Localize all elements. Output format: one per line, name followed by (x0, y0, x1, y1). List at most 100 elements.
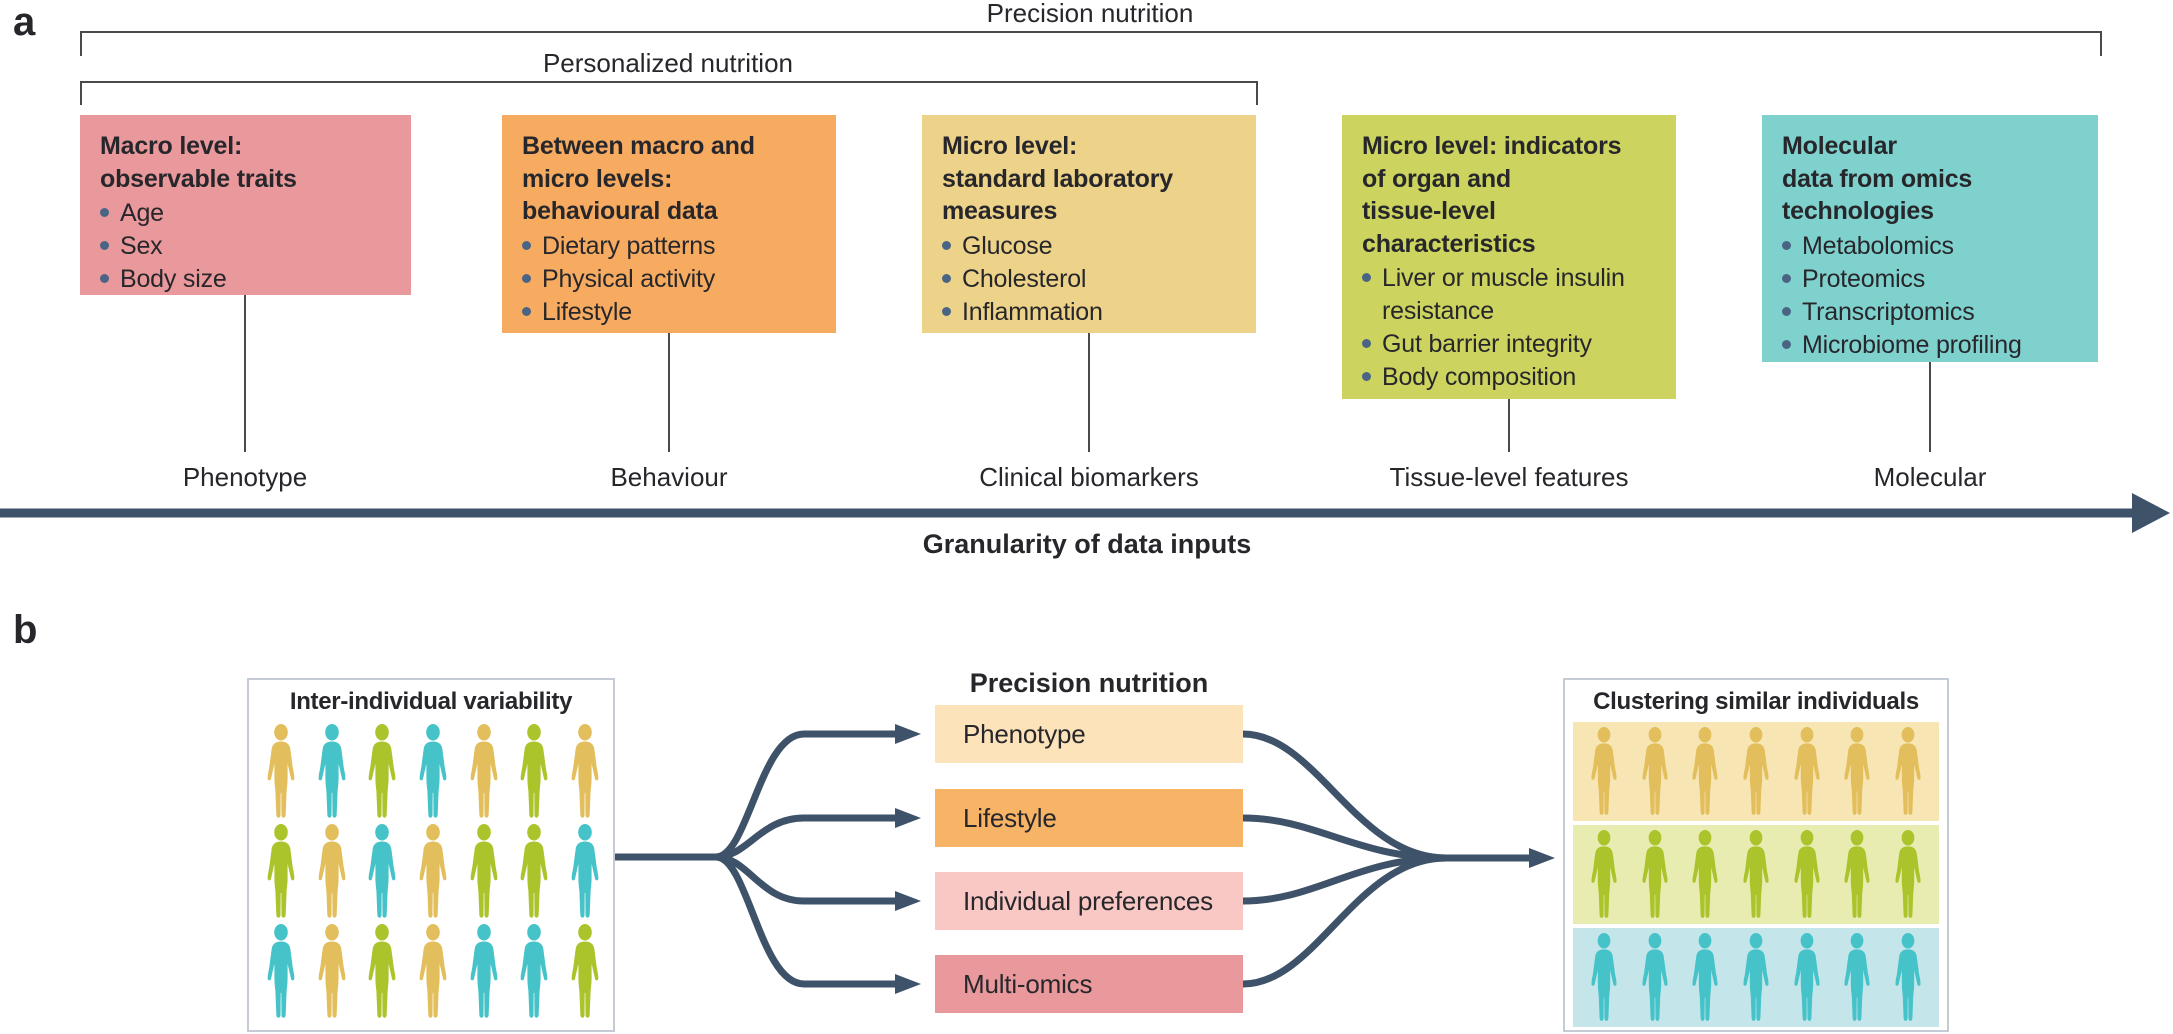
person-icon (1788, 727, 1826, 818)
person-icon (1585, 830, 1623, 921)
bullet-item: Body composition (1362, 361, 1658, 394)
bullet-item: Body size (100, 263, 393, 296)
connector-line (1508, 399, 1510, 452)
person-icon (464, 824, 504, 921)
person-icon (312, 724, 352, 821)
person-icon (1737, 933, 1775, 1024)
person-icon (1585, 933, 1623, 1024)
person-icon (1686, 727, 1724, 818)
person-icon (1838, 727, 1876, 818)
bullet-item: Sex (100, 230, 393, 263)
person-icon (1585, 727, 1623, 818)
bullet-item: Liver or muscle insulin resistance (1362, 262, 1658, 328)
person-icon (565, 924, 605, 1021)
cluster-band (1573, 928, 1939, 1027)
person-icon (1686, 830, 1724, 921)
bullet-text: Liver or muscle insulin resistance (1382, 264, 1625, 325)
bullet-text: Physical activity (542, 264, 716, 293)
person-icon (261, 824, 301, 921)
bullet-dot (1362, 273, 1371, 282)
personalized-bracket-label: Personalized nutrition (542, 48, 794, 78)
bullet-dot (1782, 240, 1791, 250)
bullet-text: Gut barrier integrity (1382, 330, 1592, 358)
bullet-text: Metabolomics (1802, 231, 1954, 260)
person-icon (1636, 727, 1674, 818)
person-icon (261, 724, 301, 821)
mid-box-individual-preferences: Individual preferences (935, 872, 1243, 930)
bullet-item: Gut barrier integrity (1362, 328, 1658, 361)
bullet-item: Proteomics (1782, 263, 2080, 296)
person-icon (565, 824, 605, 921)
person-icon (1788, 933, 1826, 1024)
person-icon (362, 724, 402, 821)
people-grid (261, 724, 605, 1024)
person-icon (413, 724, 453, 821)
flow-to-individual-preferences (715, 853, 921, 911)
bullet-text: Dietary patterns (542, 231, 716, 260)
bullet-item: Microbiome profiling (1782, 329, 2080, 362)
person-icon (464, 724, 504, 821)
person-icon (514, 924, 554, 1021)
box-title: Micro level: standard laboratory measure… (942, 132, 1173, 225)
axis-label-phenotype: Phenotype (182, 462, 308, 492)
clustering-box: Clustering similar individuals (1563, 678, 1949, 1032)
person-icon (1889, 727, 1927, 818)
bullet-dot (100, 274, 109, 283)
axis-label-behaviour: Behaviour (610, 462, 728, 492)
bullet-text: Microbiome profiling (1802, 330, 2022, 359)
flow-to-multi-omics (715, 853, 921, 994)
bullet-item: Lifestyle (522, 296, 818, 329)
person-icon (1788, 830, 1826, 921)
connector-line (668, 333, 670, 452)
bullet-item: Physical activity (522, 263, 818, 296)
bullet-item: Glucose (942, 230, 1238, 263)
people-grid-row (261, 824, 605, 921)
person-icon (312, 824, 352, 921)
axis-label-molecular: Molecular (1873, 462, 1987, 492)
bullet-dot (100, 208, 109, 217)
variability-box: Inter-individual variability (247, 678, 615, 1032)
cluster-band (1573, 825, 1939, 924)
person-icon (1838, 933, 1876, 1024)
person-icon (413, 924, 453, 1021)
person-icon (1636, 933, 1674, 1024)
box-title: Micro level: indicators of organ and tis… (1362, 132, 1622, 258)
person-icon (1737, 727, 1775, 818)
box-omics-technologies: Molecular data from omics technologies M… (1762, 115, 2098, 362)
bullet-text: Glucose (962, 231, 1053, 260)
box-title: Between macro and micro levels: behaviou… (522, 132, 755, 225)
person-icon (565, 724, 605, 821)
bullet-text: Transcriptomics (1802, 297, 1975, 326)
granularity-arrow-head (2132, 493, 2170, 533)
person-icon (464, 924, 504, 1021)
box-title: Molecular data from omics technologies (1782, 132, 1973, 225)
bullet-dot (1362, 339, 1371, 348)
bullet-dot (942, 273, 951, 283)
clustering-box-title: Clustering similar individuals (1593, 688, 1919, 715)
cluster-bands (1565, 722, 1947, 1031)
person-icon (413, 824, 453, 921)
person-icon (1737, 830, 1775, 921)
panel-a-label: a (13, 0, 36, 44)
person-icon (1889, 933, 1927, 1024)
bullet-text: Lifestyle (542, 297, 632, 326)
bullet-text: Body size (120, 265, 227, 293)
mid-box-phenotype: Phenotype (935, 705, 1243, 763)
person-icon (261, 924, 301, 1021)
flow-to-lifestyle (715, 808, 921, 861)
axis-label-tissue-level-features: Tissue-level features (1389, 462, 1629, 492)
bullet-dot (942, 240, 951, 250)
precision-nutrition-title: Precision nutrition (969, 668, 1209, 698)
person-icon (1838, 830, 1876, 921)
person-icon (1636, 830, 1674, 921)
bullet-dot (522, 240, 531, 250)
person-icon (362, 924, 402, 1021)
person-icon (1686, 933, 1724, 1024)
flow-from-lifestyle (1242, 814, 1447, 862)
mid-box-multi-omics: Multi-omics (935, 955, 1243, 1013)
flow-to-phenotype (715, 724, 921, 861)
